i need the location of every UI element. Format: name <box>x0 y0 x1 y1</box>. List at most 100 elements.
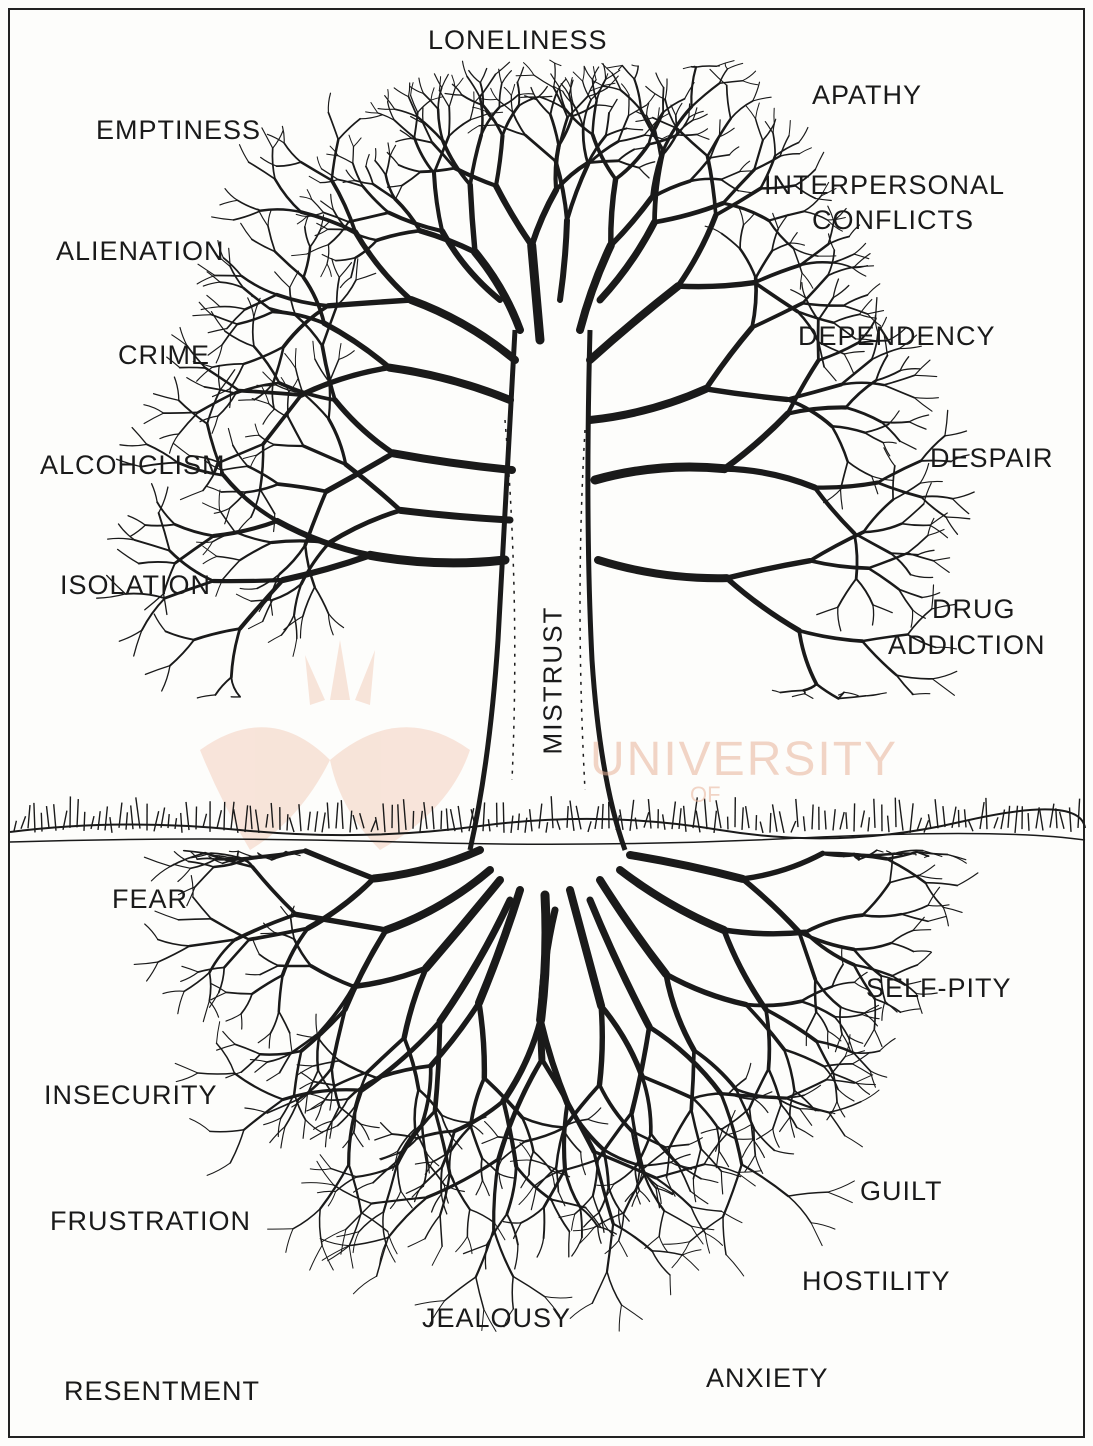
branch-segment <box>304 446 346 464</box>
branch-segment <box>303 1120 305 1139</box>
branch-segment <box>258 1033 270 1043</box>
branch-segment <box>773 1129 779 1147</box>
branch-segment <box>930 513 947 525</box>
branch-segment <box>378 109 395 110</box>
branch-segment <box>780 136 789 156</box>
branch-segment <box>432 1246 442 1265</box>
branch-segment <box>269 1033 270 1048</box>
branch-segment <box>844 354 853 373</box>
branch-segment <box>816 684 838 699</box>
branch-segment <box>884 448 895 466</box>
branch-segment <box>499 1174 514 1178</box>
branch-segment <box>642 1076 651 1133</box>
branch-segment <box>900 369 920 371</box>
branch-segment <box>305 227 310 247</box>
branch-segment <box>639 168 649 178</box>
branch-segment <box>630 855 743 879</box>
branch-segment <box>919 865 935 875</box>
branch-segment <box>900 1009 919 1012</box>
grass-blade <box>322 812 325 832</box>
branch-segment <box>152 484 158 503</box>
branch-segment <box>854 243 866 254</box>
branch-segment <box>244 347 284 364</box>
branch-segment <box>842 948 843 964</box>
branch-segment <box>873 605 874 625</box>
branch-segment <box>258 209 268 226</box>
branch-segment <box>876 298 877 320</box>
branch-segment <box>332 259 340 278</box>
branch-segment <box>173 864 190 868</box>
branch-segment <box>480 69 486 83</box>
grass-blade <box>968 820 973 831</box>
branch-segment <box>696 129 707 135</box>
branch-segment <box>891 943 913 951</box>
branch-segment <box>307 1105 322 1111</box>
branch-segment <box>246 484 278 492</box>
branch-segment <box>828 1031 829 1048</box>
grass-blade <box>825 811 826 830</box>
grass-blade <box>181 813 182 833</box>
branch-segment <box>130 525 145 536</box>
branch-segment <box>338 156 353 164</box>
branch-segment <box>632 65 638 66</box>
grass-blade <box>986 798 987 829</box>
grass-tufts <box>14 796 1080 833</box>
grass-blade <box>756 815 757 830</box>
branch-segment <box>945 431 967 436</box>
branch-segment <box>828 1181 855 1192</box>
branch-segment <box>240 543 272 561</box>
branch-segment <box>678 215 716 286</box>
grass-blade <box>47 806 50 828</box>
branch-segment <box>339 263 351 278</box>
branch-segment <box>375 1134 392 1140</box>
branch-segment <box>402 172 421 186</box>
branch-segment <box>178 868 191 881</box>
branch-segment <box>251 600 272 601</box>
branch-segment <box>139 562 175 564</box>
branch-segment <box>254 298 260 317</box>
branch-segment <box>532 1160 559 1171</box>
branch-segment <box>455 1101 504 1131</box>
branch-segment <box>362 1021 440 1090</box>
branch-segment <box>846 408 882 423</box>
branch-segment <box>363 186 389 212</box>
branch-segment <box>422 1124 427 1162</box>
branch-segment <box>914 398 932 412</box>
branch-segment <box>375 161 386 176</box>
branch-segment <box>179 400 207 423</box>
grass-blade <box>217 810 221 828</box>
branch-segment <box>572 1237 582 1256</box>
branch-segment <box>336 1177 357 1192</box>
branch-segment <box>290 1033 292 1051</box>
branch-segment <box>360 115 382 119</box>
trunk-label: MISTRUST <box>538 606 569 755</box>
branch-segment <box>666 974 746 1004</box>
branch-segment <box>320 1155 331 1169</box>
grass-blade <box>746 806 749 828</box>
branch-segment <box>692 83 720 107</box>
branch-segment <box>278 1118 281 1137</box>
branch-segment <box>241 994 252 1014</box>
grass-blade <box>196 806 197 829</box>
grass-blade <box>874 799 875 828</box>
branch-segment <box>618 135 644 141</box>
branch-segment <box>418 100 431 112</box>
branch-segment <box>207 295 220 306</box>
branch-segment <box>309 176 320 182</box>
branch-segment <box>144 405 164 413</box>
branch-segment <box>223 1032 235 1045</box>
branch-segment <box>259 954 278 965</box>
branch-segment <box>147 962 159 981</box>
branch-segment <box>271 1012 279 1034</box>
branch-segment <box>132 428 147 445</box>
branch-segment <box>207 1163 230 1176</box>
grass-blade <box>567 806 568 828</box>
branch-segment <box>301 368 389 395</box>
branch-segment <box>240 145 249 163</box>
branch-segment <box>366 155 369 167</box>
branch-segment <box>353 1276 376 1294</box>
branch-segment <box>207 272 220 282</box>
grass-blade <box>935 799 938 828</box>
branch-segment <box>817 607 838 614</box>
branch-segment <box>332 140 339 181</box>
